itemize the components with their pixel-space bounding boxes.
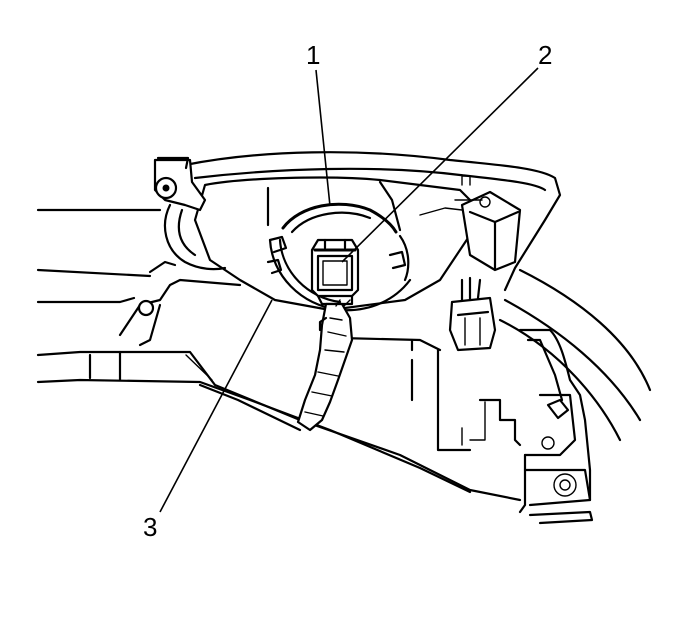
callout-3: 3 xyxy=(143,512,157,542)
leader-1 xyxy=(315,69,331,207)
callout-1: 1 xyxy=(306,40,320,70)
bulb-socket xyxy=(310,238,360,306)
bumper-fascia xyxy=(36,208,652,525)
callout-leaders xyxy=(159,67,539,513)
leader-2 xyxy=(341,67,539,263)
leader-3 xyxy=(159,299,273,513)
callout-2: 2 xyxy=(538,40,552,70)
wiring-harness xyxy=(296,299,354,432)
